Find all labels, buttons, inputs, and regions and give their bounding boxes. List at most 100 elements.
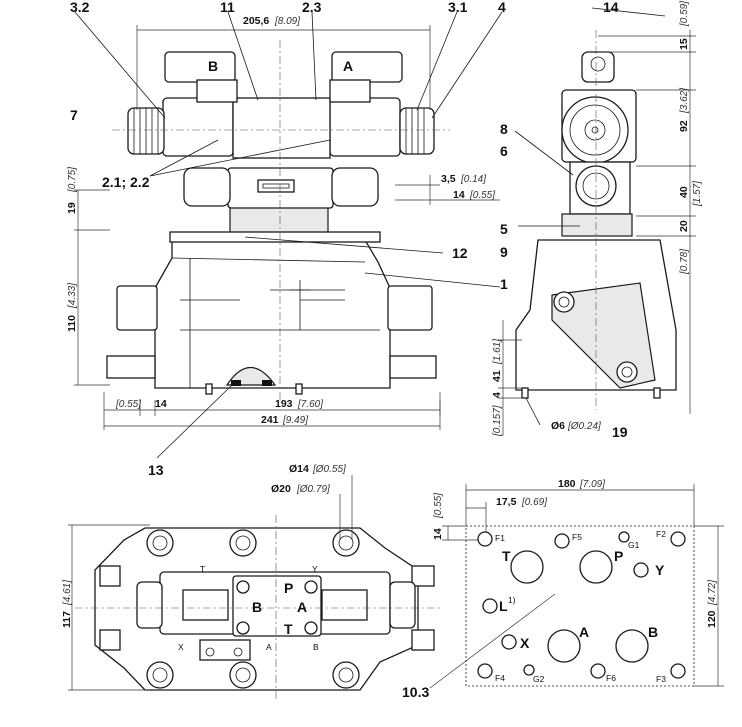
plate-label-b: B (252, 599, 262, 615)
right-nut (331, 167, 379, 207)
callout-14: 14 (603, 0, 619, 15)
dim-phi20: Ø20 (271, 483, 291, 495)
plate-label-t: T (284, 621, 293, 637)
port-a (547, 629, 581, 663)
dim-17-5-inch: [0.69] (521, 497, 547, 508)
valve-body (154, 239, 391, 389)
bolt-hole-tr (332, 529, 360, 557)
hole-f3 (670, 663, 686, 679)
bolt-hole-tl (146, 529, 174, 557)
dim-3-5-inch: [0.14] (460, 174, 486, 185)
dim-41-inch: [1.61] (492, 339, 503, 365)
label-g2: G2 (533, 674, 545, 684)
callout-2-3: 2.3 (302, 0, 322, 15)
hole-g2 (523, 664, 535, 676)
callout-5: 5 (500, 221, 508, 237)
pattern-label-y: Y (655, 562, 665, 578)
dim-40-inch: [1.57] (692, 181, 703, 207)
dim-19-inch: [0.75] (67, 167, 78, 193)
dim-110-inch: [4.33] (67, 283, 78, 309)
dim-20-inch: [0.78] (679, 249, 690, 275)
side-view (498, 7, 696, 436)
left-flange (116, 285, 158, 331)
callout-19: 19 (612, 424, 628, 440)
callout-6: 6 (500, 143, 508, 159)
left-nut (183, 167, 231, 207)
pattern-label-l: L (499, 598, 508, 614)
pattern-label-p: P (614, 548, 623, 564)
hole-f1 (477, 531, 493, 547)
callout-8: 8 (500, 121, 508, 137)
callout-9: 9 (500, 244, 508, 260)
dim-19: 19 (66, 202, 78, 214)
pattern-label-x: X (520, 635, 530, 651)
dim-3-5: 3,5 (441, 173, 456, 185)
callout-3-2: 3.2 (70, 0, 90, 15)
port-t (510, 550, 544, 584)
dim-phi6-inch: [Ø0.24] (567, 421, 601, 432)
dim-4-inch: [0.157] (492, 405, 503, 437)
dim-92: 92 (678, 120, 690, 132)
pattern-label-l-note: 1) (508, 595, 516, 605)
label-f1: F1 (495, 533, 505, 543)
front-view (74, 11, 503, 459)
port-y (633, 562, 649, 578)
top-label-t: T (200, 564, 205, 574)
dim-40: 40 (678, 186, 690, 198)
dim-14-side-inch: [0.55] (469, 190, 495, 201)
dim-241: 241 (261, 414, 279, 426)
dim-117-inch: [4.61] (62, 580, 73, 606)
solenoid-label-a: A (343, 58, 353, 74)
hole-f6 (590, 663, 606, 679)
label-g1: G1 (628, 540, 640, 550)
dim-41: 41 (491, 370, 503, 382)
callout-3-1: 3.1 (448, 0, 468, 15)
hole-f4 (477, 663, 493, 679)
mounting-pattern (442, 484, 724, 687)
hole-f5 (554, 533, 570, 549)
coil-knob-right (399, 107, 435, 155)
dim-14-front: 14 (155, 398, 167, 410)
port-b (615, 629, 649, 663)
pattern-label-b: B (648, 624, 658, 640)
plate-label-a: A (297, 599, 307, 615)
label-f2: F2 (656, 529, 666, 539)
dim-120: 120 (706, 610, 718, 628)
top-center-plate (232, 575, 322, 637)
dim-117: 117 (61, 611, 73, 628)
dim-180: 180 (558, 478, 576, 490)
solenoid-label-b: B (208, 58, 218, 74)
label-f5: F5 (572, 532, 582, 542)
top-label-a: A (266, 642, 272, 652)
callout-13: 13 (148, 462, 164, 478)
dim-205-6: 205,6 (243, 15, 269, 27)
top-view (68, 475, 556, 700)
callout-4: 4 (498, 0, 506, 15)
plate-label-p: P (284, 580, 293, 596)
hole-g1 (618, 531, 630, 543)
dim-15-inch: [0.59] (679, 1, 690, 27)
callout-11: 11 (220, 0, 235, 15)
dim-15: 15 (678, 38, 690, 50)
dim-phi6: Ø6 (551, 420, 565, 432)
label-f3: F3 (656, 674, 666, 684)
callout-12: 12 (452, 245, 468, 261)
top-label-b: B (313, 642, 319, 652)
dim-120-inch: [4.72] (707, 580, 718, 606)
top-label-y: Y (312, 564, 318, 574)
pattern-label-t: T (502, 548, 511, 564)
dim-17-5: 17,5 (496, 496, 517, 508)
dim-20: 20 (678, 220, 690, 232)
callout-2-1-2-2: 2.1; 2.2 (102, 174, 150, 190)
right-flange (387, 285, 433, 331)
dim-phi20-inch: [Ø0.79] (296, 484, 330, 495)
dim-193-inch: [7.60] (297, 399, 323, 410)
top-label-x: X (178, 642, 184, 652)
hole-f2 (670, 531, 686, 547)
dim-110: 110 (66, 315, 78, 332)
dim-phi14-inch: [Ø0.55] (312, 464, 346, 475)
label-f6: F6 (606, 673, 616, 683)
